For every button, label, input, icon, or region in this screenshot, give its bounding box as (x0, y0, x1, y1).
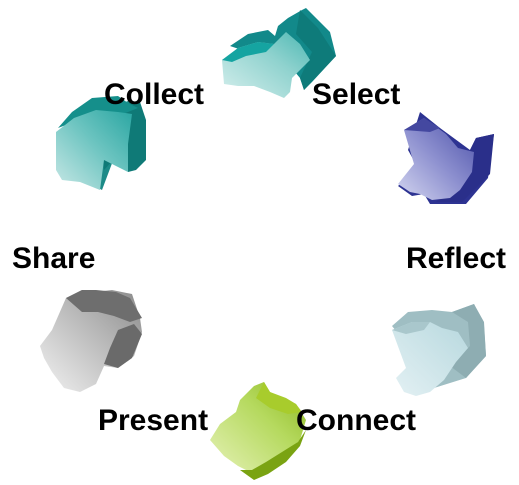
stage-label-select: Select (312, 78, 400, 111)
stage-label-share: Share (12, 242, 95, 275)
stage-label-collect: Collect (104, 78, 204, 111)
stage-label-present: Present (98, 404, 208, 437)
stage-label-connect: Connect (296, 404, 416, 437)
stage-label-reflect: Reflect (406, 242, 506, 275)
reflect-arrow-icon (398, 112, 494, 204)
share-arrow-icon (40, 290, 142, 392)
present-arrow-icon (210, 382, 306, 480)
collect-arrow-icon (56, 96, 146, 190)
select-arrow-icon (222, 8, 336, 98)
connect-arrow-icon (392, 304, 486, 396)
